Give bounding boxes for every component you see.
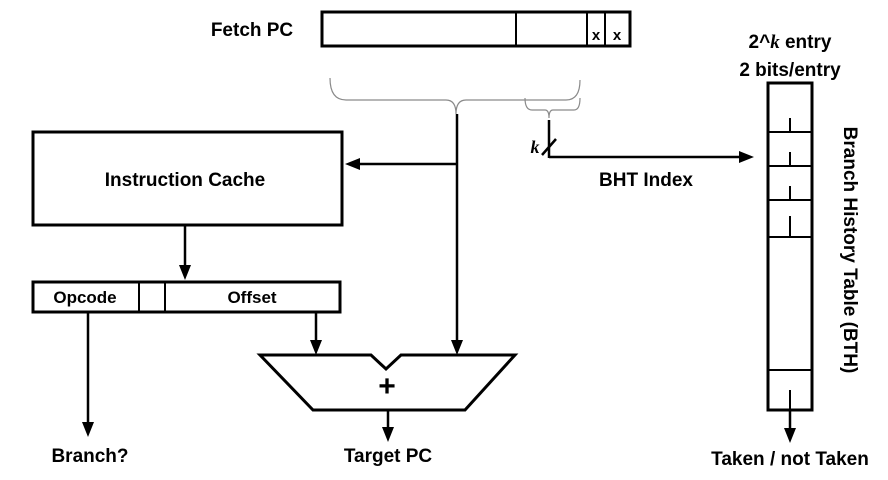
fetch-pc-register: [320, 10, 632, 48]
cache-to-instruction-arrowhead: [179, 265, 191, 280]
fetch-pc-low-bit-1: x: [592, 27, 601, 44]
offset-to-adder-arrowhead: [310, 340, 322, 355]
target-pc-label: Target PC: [344, 446, 433, 467]
bht-entries-label: 2^k entry: [749, 32, 832, 53]
bht-index-arrowhead: [739, 151, 754, 163]
index-bits-brace: [524, 97, 581, 119]
index-width-label: k: [531, 137, 540, 157]
pc-to-cache-arrowhead: [345, 158, 360, 170]
instruction-word: [31, 280, 342, 314]
bht-index-label: BHT Index: [599, 170, 693, 191]
instruction-cache-box: [31, 130, 344, 227]
opcode-arrowhead: [82, 422, 94, 437]
bht-output-arrowhead: [784, 428, 796, 443]
bht-table-label: Branch History Table (BTH): [839, 127, 860, 374]
offset-field: Offset: [227, 288, 276, 307]
branch-history-table: [766, 81, 814, 412]
fetch-pc-label: Fetch PC: [211, 20, 294, 41]
bht-bits-per-entry-label: 2 bits/entry: [739, 60, 841, 81]
pc-to-adder-arrowhead: [451, 340, 463, 355]
taken-not-taken-label: Taken / not Taken: [711, 449, 869, 470]
instruction-cache-label: Instruction Cache: [105, 170, 265, 191]
adder-output-arrowhead: [382, 427, 394, 442]
opcode-field: Opcode: [53, 288, 116, 307]
adder-plus-symbol: +: [378, 370, 396, 403]
adder: [256, 353, 519, 412]
branch-question-label: Branch?: [51, 446, 128, 467]
fetch-pc-low-bit-2: x: [613, 27, 622, 44]
pc-bits-brace: [329, 77, 581, 115]
bus-width-slash: [541, 138, 557, 156]
